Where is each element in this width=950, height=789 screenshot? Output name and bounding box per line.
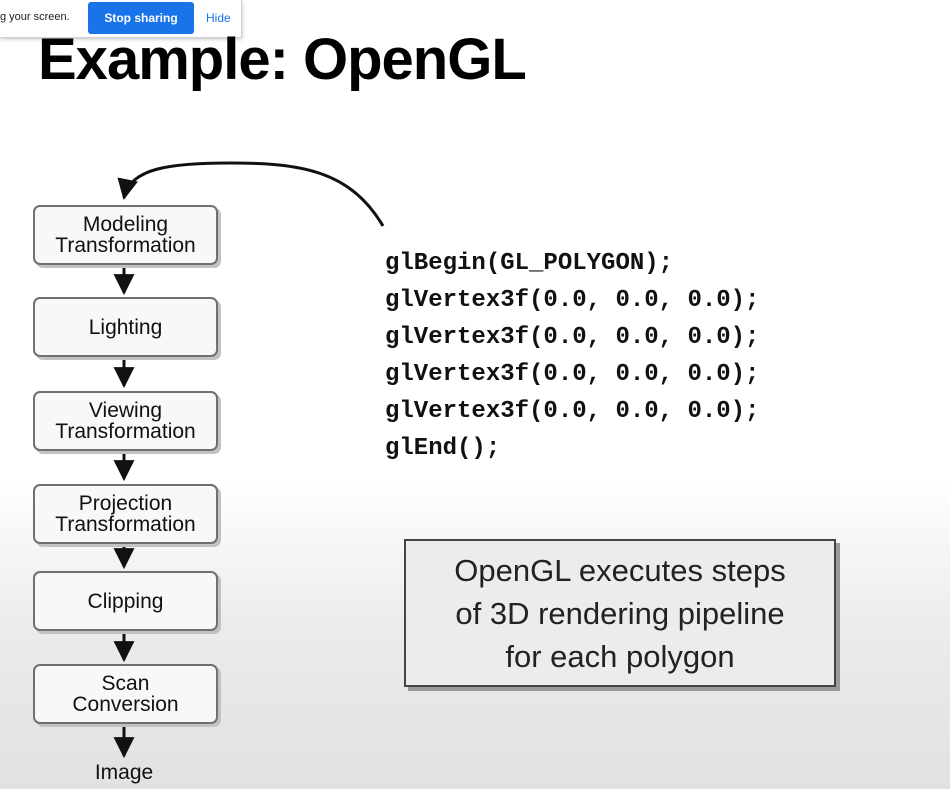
code-line: glEnd();	[385, 435, 501, 462]
code-line: glVertex3f(0.0, 0.0, 0.0);	[385, 287, 760, 314]
pipeline-output-label: Image	[94, 761, 154, 784]
screen-share-bar: g your screen. Stop sharing Hide	[0, 0, 242, 38]
code-line: glBegin(GL_POLYGON);	[385, 250, 674, 277]
code-line: glVertex3f(0.0, 0.0, 0.0);	[385, 361, 760, 388]
code-line: glVertex3f(0.0, 0.0, 0.0);	[385, 324, 760, 351]
code-listing: glBegin(GL_POLYGON); glVertex3f(0.0, 0.0…	[385, 245, 759, 467]
stage-clipping: Clipping	[33, 571, 218, 631]
note-line: OpenGL executes steps	[454, 552, 786, 588]
share-message: g your screen.	[0, 11, 70, 23]
slide-title: Example: OpenGL	[38, 27, 527, 92]
note-line: for each polygon	[505, 638, 735, 674]
hide-link[interactable]: Hide	[206, 11, 231, 25]
stop-sharing-button[interactable]: Stop sharing	[88, 2, 194, 34]
note-box: OpenGL executes steps of 3D rendering pi…	[404, 539, 836, 687]
loop-arrow	[117, 161, 385, 227]
note-line: of 3D rendering pipeline	[455, 595, 785, 631]
stage-lighting: Lighting	[33, 297, 218, 357]
code-line: glVertex3f(0.0, 0.0, 0.0);	[385, 398, 760, 425]
